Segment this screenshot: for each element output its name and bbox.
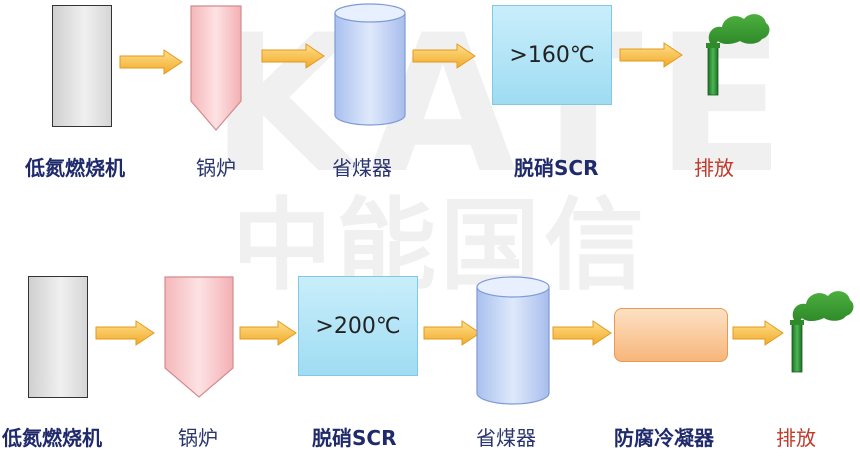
- arrow-icon: [119, 49, 183, 75]
- label-discharge-row1: 排放: [694, 156, 734, 180]
- chimney-stack-icon: [790, 291, 854, 373]
- boiler-unit-row1: [190, 5, 242, 131]
- arrow-icon: [95, 320, 155, 346]
- label-boiler-row2: 锅炉: [178, 426, 218, 450]
- scr-temperature-row1: >160℃: [509, 42, 595, 68]
- economizer-unit-row1: [334, 3, 406, 126]
- condenser-unit-row2: [614, 308, 728, 362]
- arrow-icon: [412, 43, 476, 69]
- label-scr-row2: 脱硝SCR: [312, 426, 397, 450]
- boiler-unit-row2: [164, 276, 234, 398]
- burner-unit-row2: [28, 276, 88, 398]
- scr-reactor-row2: >200℃: [298, 276, 418, 376]
- scr-temperature-row2: >200℃: [315, 313, 401, 339]
- label-economizer-row1: 省煤器: [332, 156, 392, 180]
- burner-unit-row1: [52, 5, 112, 127]
- label-discharge-row2: 排放: [776, 426, 816, 450]
- label-boiler-row1: 锅炉: [196, 156, 236, 180]
- label-condenser-row2: 防腐冷凝器: [614, 426, 714, 450]
- label-burner-row1: 低氮燃烧机: [25, 156, 125, 180]
- watermark-company: 中能国信: [232, 187, 648, 304]
- arrow-icon: [239, 320, 297, 346]
- arrow-icon: [261, 43, 325, 69]
- arrow-icon: [619, 42, 683, 68]
- scr-reactor-row1: >160℃: [492, 5, 612, 105]
- label-burner-row2: 低氮燃烧机: [2, 426, 102, 450]
- label-scr-row1: 脱硝SCR: [514, 156, 599, 180]
- arrow-icon: [732, 320, 784, 346]
- chimney-stack-icon: [706, 14, 770, 96]
- economizer-unit-row2: [476, 276, 550, 405]
- arrow-icon: [552, 320, 612, 346]
- arrow-icon: [423, 320, 481, 346]
- label-economizer-row2: 省煤器: [476, 426, 536, 450]
